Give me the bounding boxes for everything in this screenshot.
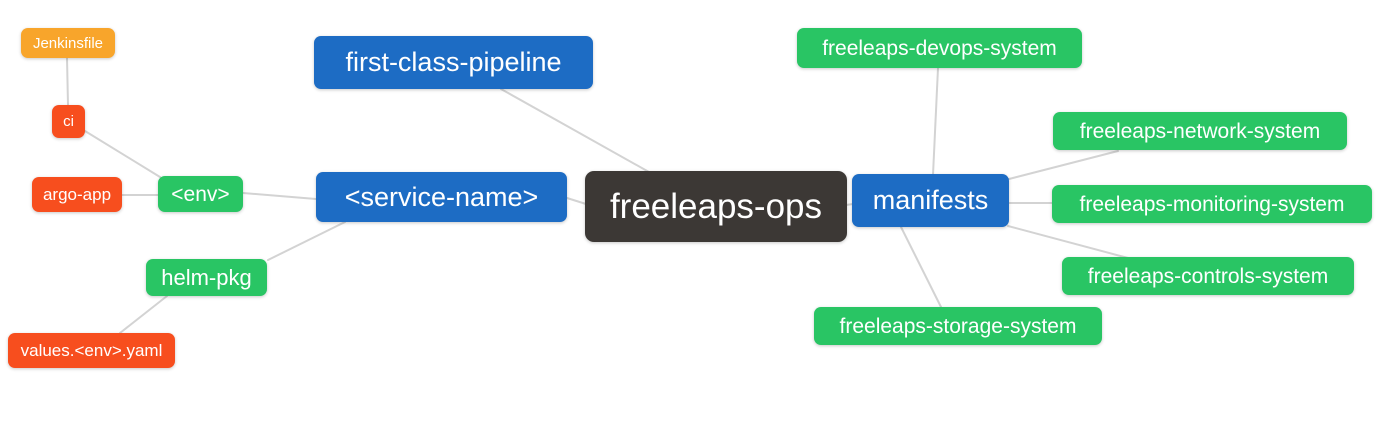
edge-manifests-devops (932, 67, 939, 176)
edge-ci-jenkinsfile (66, 57, 69, 106)
node-values-env-yaml[interactable]: values.<env>.yaml (8, 333, 175, 368)
node-manifests[interactable]: manifests (852, 174, 1009, 227)
node-service-name[interactable]: <service-name> (316, 172, 567, 222)
edge-service-name-env (242, 192, 317, 200)
edge-service-name-helm-pkg (267, 221, 346, 261)
edge-root-service-name (566, 197, 587, 205)
node-freeleaps-storage-system[interactable]: freeleaps-storage-system (814, 307, 1102, 345)
edge-root-pipeline (500, 88, 650, 173)
edge-manifests-storage (900, 226, 942, 308)
node-freeleaps-monitoring-system[interactable]: freeleaps-monitoring-system (1052, 185, 1372, 223)
node-freeleaps-controls-system[interactable]: freeleaps-controls-system (1062, 257, 1354, 295)
node-first-class-pipeline[interactable]: first-class-pipeline (314, 36, 593, 89)
node-helm-pkg[interactable]: helm-pkg (146, 259, 267, 296)
node-freeleaps-network-system[interactable]: freeleaps-network-system (1053, 112, 1347, 150)
edge-helm-pkg-values (119, 295, 168, 334)
node-freeleaps-ops-root[interactable]: freeleaps-ops (585, 171, 847, 242)
node-argo-app[interactable]: argo-app (32, 177, 122, 212)
edge-env-ci (84, 130, 161, 178)
node-jenkinsfile[interactable]: Jenkinsfile (21, 28, 115, 58)
node-ci[interactable]: ci (52, 105, 85, 138)
node-freeleaps-devops-system[interactable]: freeleaps-devops-system (797, 28, 1082, 68)
edge-root-manifests (845, 203, 854, 206)
edge-manifests-network (1008, 150, 1119, 180)
node-env[interactable]: <env> (158, 176, 243, 212)
edge-manifests-controls (1007, 225, 1129, 259)
